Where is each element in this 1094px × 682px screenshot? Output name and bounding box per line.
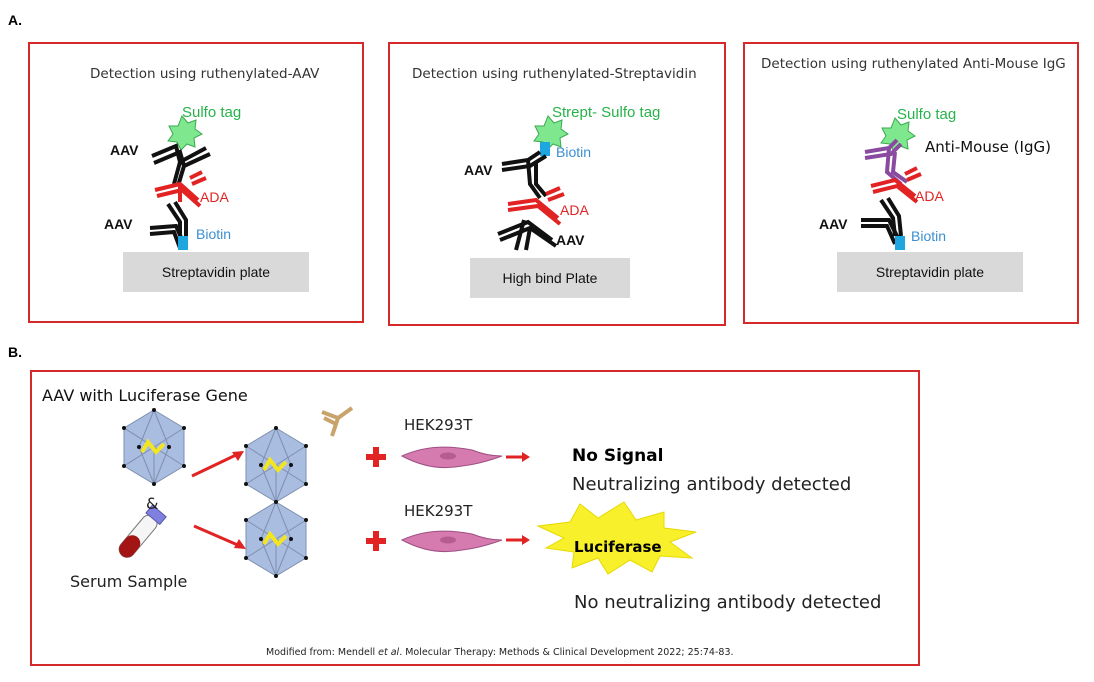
- panel-ruthenylated-streptavidin: Detection using ruthenylated-Streptavidi…: [388, 42, 726, 326]
- aav-bottom-label: AAV: [556, 232, 585, 248]
- plus-icon: [366, 447, 386, 467]
- ada-label: ADA: [200, 189, 229, 205]
- sulfo-tag-label: Sulfo tag: [182, 104, 242, 121]
- aav-antibody: [861, 196, 903, 245]
- aav-top-label: AAV: [110, 142, 139, 158]
- streptavidin-plate: Streptavidin plate: [123, 252, 309, 292]
- panel-ruthenylated-anti-mouse: Detection using ruthenylated Anti-Mouse …: [743, 42, 1079, 324]
- citation-prefix: Modified from: Mendell: [266, 647, 379, 658]
- section-b-label: B.: [8, 344, 22, 360]
- panel-title: Detection using ruthenylated Anti-Mouse …: [761, 56, 1066, 72]
- panel-title: Detection using ruthenylated-Streptavidi…: [412, 66, 697, 82]
- biotin-block: [178, 236, 188, 250]
- serum-sample-label: Serum Sample: [70, 572, 188, 591]
- biotin-label: Biotin: [556, 144, 592, 160]
- serum-tube-icon: [118, 504, 167, 558]
- panel-neutralization-assay: AAV with Luciferase Gene: [30, 370, 920, 666]
- biotin-block: [895, 236, 905, 250]
- biotin-label: Biotin: [911, 228, 947, 244]
- aav-antibody-top: [501, 150, 548, 200]
- panel-ruthenylated-aav: Detection using ruthenylated-AAV Sul: [28, 42, 364, 323]
- aav-capsid-icon: [244, 500, 308, 578]
- anti-mouse-label: Anti-Mouse (IgG): [925, 138, 1051, 156]
- neutralization-diagram: [118, 406, 697, 578]
- aav-antibody-bottom: [497, 219, 558, 251]
- strept-sulfo-tag-label: Strept- Sulfo tag: [552, 104, 661, 121]
- assay-diagram: [497, 115, 569, 251]
- hek293t-top-label: HEK293T: [404, 416, 473, 434]
- ada-label: ADA: [915, 188, 944, 204]
- assay-diagram: [861, 117, 922, 250]
- panel-title: Detection using ruthenylated-AAV: [90, 66, 320, 82]
- assay-diagram: [149, 115, 211, 250]
- hek293t-cell-icon: [400, 530, 503, 553]
- sulfo-tag-star-icon: [167, 115, 203, 151]
- anti-mouse-igg-antibody: [864, 138, 909, 186]
- ampersand-label: &: [146, 494, 159, 513]
- ada-antibody: [507, 186, 565, 226]
- biotin-label: Biotin: [196, 226, 232, 242]
- ada-label: ADA: [560, 202, 589, 218]
- aav-bottom-label: AAV: [104, 216, 133, 232]
- neutralizing-detected-label: Neutralizing antibody detected: [572, 474, 852, 495]
- no-neutralizing-label: No neutralizing antibody detected: [574, 592, 882, 613]
- streptavidin-plate: Streptavidin plate: [837, 252, 1023, 292]
- sulfo-tag-star-icon: [533, 115, 569, 151]
- aav-antibody-top: [151, 143, 211, 187]
- high-bind-plate: High bind Plate: [470, 258, 630, 298]
- neutralizing-antibody-icon: [321, 406, 354, 437]
- citation: Modified from: Mendell et al. Molecular …: [266, 647, 734, 658]
- aav-label: AAV: [819, 216, 848, 232]
- plus-icon: [366, 531, 386, 551]
- luciferase-burst-icon: [536, 501, 697, 575]
- luciferase-label: Luciferase: [574, 538, 662, 556]
- section-a-label: A.: [8, 12, 22, 28]
- no-signal-label: No Signal: [572, 446, 664, 466]
- arrow-top: [191, 452, 239, 478]
- ada-antibody: [154, 170, 207, 208]
- citation-suffix: . Molecular Therapy: Methods & Clinical …: [399, 647, 734, 658]
- hek293t-bottom-label: HEK293T: [404, 502, 473, 520]
- aav-capsid-icon: [122, 408, 186, 486]
- aav-luciferase-title: AAV with Luciferase Gene: [42, 386, 248, 405]
- arrow-bottom: [193, 524, 241, 548]
- biotin-block: [540, 142, 550, 156]
- ada-antibody: [870, 166, 922, 204]
- sulfo-tag-label: Sulfo tag: [897, 106, 957, 123]
- aav-capsid-icon: [244, 426, 308, 504]
- citation-etal: et al: [378, 647, 400, 658]
- hek293t-cell-icon: [400, 446, 503, 469]
- aav-top-label: AAV: [464, 162, 493, 178]
